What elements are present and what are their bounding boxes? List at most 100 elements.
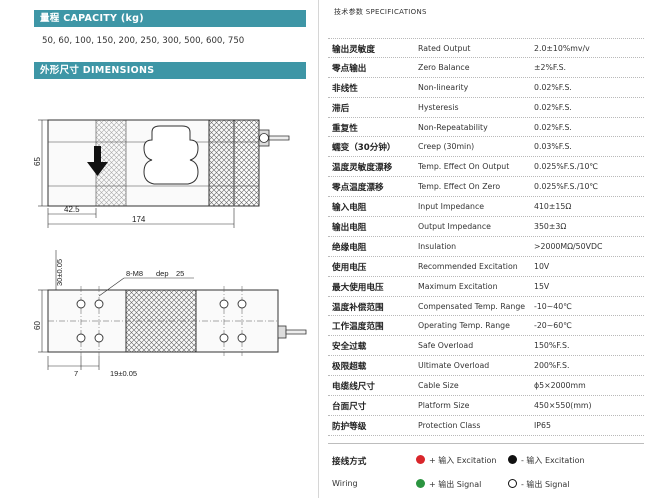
spec-value: -20~60℃	[534, 321, 572, 331]
wiring-label-en: Wiring	[332, 479, 358, 488]
specifications-title: 技术参数 SPECIFICATIONS	[334, 8, 427, 16]
dim-7: 7	[74, 369, 78, 378]
spec-name-cn: 电缆线尺寸	[332, 382, 375, 393]
wiring-item-label: + 输入 Excitation	[429, 456, 497, 465]
spec-name-en: Insulation	[418, 241, 457, 251]
wiring-item-signal-minus: - 输出 Signal	[508, 479, 570, 490]
spec-name-cn: 蠕变（30分钟）	[332, 143, 396, 154]
capacity-heading: 量程 CAPACITY (kg)	[34, 10, 306, 27]
spec-name-cn: 非线性	[332, 83, 358, 94]
spec-name-cn: 滞后	[332, 103, 350, 114]
spec-name-en: Rated Output	[418, 44, 471, 53]
spec-name-cn: 台面尺寸	[332, 402, 367, 413]
spec-value: 410±15Ω	[534, 202, 572, 212]
spec-name-cn: 零点输出	[332, 63, 367, 74]
side-view	[47, 119, 290, 207]
spec-row: 绝缘电阻 Insulation >2000MΩ/50VDC	[328, 237, 644, 257]
spec-name-cn: 重复性	[332, 123, 358, 134]
spec-value: >2000MΩ/50VDC	[534, 241, 603, 251]
spec-name-en: Compensated Temp. Range	[418, 301, 526, 311]
spec-value: 0.025%F.S./10℃	[534, 182, 599, 192]
spec-name-cn: 极限超载	[332, 362, 367, 373]
side-view-dimensions	[38, 119, 235, 228]
spec-name-cn: 防护等级	[332, 421, 367, 432]
spec-name-en: Safe Overload	[418, 341, 474, 351]
spec-name-en: Zero Balance	[418, 62, 470, 72]
spec-name-en: Cable Size	[418, 381, 459, 391]
spec-name-cn: 最大使用电压	[332, 282, 384, 293]
spec-name-en: Input Impedance	[418, 202, 485, 212]
dim-length-174: 174	[132, 215, 146, 224]
spec-value: 0.02%F.S.	[534, 122, 572, 132]
dim-offset-42-5: 42.5	[64, 205, 80, 214]
spec-name-cn: 温度灵敏度漂移	[332, 163, 393, 174]
dimensions-heading: 外形尺寸 DIMENSIONS	[34, 62, 306, 79]
spec-value: ±2%F.S.	[534, 62, 567, 72]
load-arrow-icon	[87, 146, 108, 176]
spec-bottom-rule	[328, 443, 644, 444]
spec-row: 温度灵敏度漂移 Temp. Effect On Output 0.025%F.S./…	[328, 157, 644, 178]
spec-row: 重复性 Non-Repeatability 0.02%F.S.	[328, 118, 644, 138]
spec-name-cn: 使用电压	[332, 262, 367, 273]
black-dot-icon	[508, 455, 517, 464]
dimension-drawing: 65 42.5 174	[34, 119, 307, 378]
spec-row: 输出灵敏度 Rated Output 2.0±10%mv/v	[328, 38, 644, 58]
spec-value: -10~40℃	[534, 301, 572, 311]
right-column: 技术参数 SPECIFICATIONS 输出灵敏度 Rated Output 2.0…	[328, 0, 644, 498]
spec-name-en: Output Impedance	[418, 222, 491, 232]
spec-name-en: Temp. Effect On Zero	[418, 182, 501, 192]
wiring-item-signal-plus: + 输出 Signal	[416, 479, 481, 490]
spec-name-cn: 绝缘电阻	[332, 242, 367, 253]
spec-row: 输出电阻 Output Impedance 350±3Ω	[328, 217, 644, 237]
spec-name-en: Temp. Effect On Output	[418, 162, 510, 172]
wiring-item-label: - 输出 Signal	[521, 480, 570, 489]
white-dot-icon	[508, 479, 517, 488]
wiring-item-label: - 输入 Excitation	[521, 456, 585, 465]
spec-value: 0.03%F.S.	[534, 142, 572, 152]
spec-row: 蠕变（30分钟）Creep (30min)0.03%F.S.	[328, 137, 644, 158]
spec-name-cn: 输入电阻	[332, 203, 367, 214]
spec-value: 350±3Ω	[534, 222, 567, 232]
spec-row: 使用电压 Recommended Excitation 10V	[328, 257, 644, 277]
spec-row: 最大使用电压 Maximum Excitation 15V	[328, 277, 644, 297]
top-view	[47, 286, 307, 356]
wiring-item-label: + 输出 Signal	[429, 480, 482, 489]
cable-gland-icon	[258, 129, 290, 147]
spec-name-cn: 工作温度范围	[332, 322, 384, 333]
spec-value: 0.02%F.S.	[534, 102, 572, 112]
left-column: 量程 CAPACITY (kg) 50, 60, 100, 150, 200, …	[0, 0, 318, 498]
spec-name-en: Non-Repeatability	[418, 122, 488, 132]
dim-depth-value: 25	[176, 269, 184, 278]
spec-name-en: Recommended Excitation	[418, 261, 518, 271]
spec-name-cn: 输出电阻	[332, 223, 367, 234]
spec-value: 2.0±10%mv/v	[534, 44, 590, 53]
spec-value: 450×550(mm)	[534, 401, 592, 411]
spec-value: 15V	[534, 281, 550, 291]
spec-value: ϕ5×2000mm	[534, 381, 586, 391]
wiring-label-cn: 接线方式	[332, 457, 367, 467]
column-divider	[318, 0, 319, 498]
spec-value: 10V	[534, 261, 550, 271]
spec-name-en: Ultimate Overload	[418, 361, 490, 371]
dim-depth: dep	[156, 269, 169, 278]
wiring-item-excitation-plus: + 输入 Excitation	[416, 455, 496, 466]
spec-name-cn: 零点温度漂移	[332, 183, 384, 194]
spec-row: 零点输出 Zero Balance ±2%F.S.	[328, 58, 644, 78]
spec-value: 0.02%F.S.	[534, 82, 572, 92]
dim-thread: 8-M8	[126, 269, 143, 278]
spec-name-en: Hysteresis	[418, 102, 459, 112]
spec-value: 0.025%F.S./10℃	[534, 162, 599, 172]
spec-row: 输入电阻 Input Impedance 410±15Ω	[328, 197, 644, 218]
spec-row: 电缆线尺寸 Cable Size ϕ5×2000mm	[328, 376, 644, 397]
spec-name-en: Maximum Excitation	[418, 281, 498, 291]
dim-tol-19: 19±0.05	[110, 369, 137, 378]
spec-name-cn: 输出灵敏度	[332, 45, 375, 55]
red-dot-icon	[416, 455, 425, 464]
